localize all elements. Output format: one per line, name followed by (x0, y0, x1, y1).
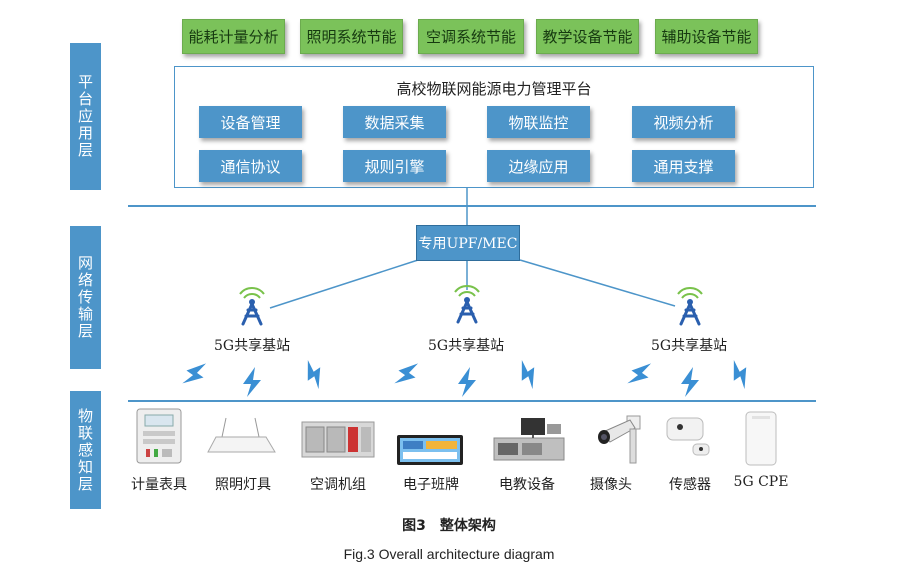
ac-unit-icon (301, 421, 375, 458)
layer-divider-bottom (128, 400, 816, 402)
figure-caption-en: Fig.3 Overall architecture diagram (343, 546, 555, 562)
camera-icon (598, 415, 641, 464)
lamp-icon (207, 417, 276, 453)
signal-lightning-icon (458, 367, 476, 397)
platform-module: 物联监控 (487, 106, 590, 138)
platform-module: 通信协议 (199, 150, 302, 182)
signal-lightning-icon (391, 356, 423, 392)
signal-lightning-icon (681, 367, 699, 397)
device-label: 照明灯具 (215, 477, 271, 493)
cell-tower-icon (676, 286, 704, 326)
sensor-icon (666, 417, 710, 456)
device-label: 空调机组 (310, 477, 366, 493)
upf-to-station-right-line (519, 259, 676, 307)
cpe-router-icon (745, 411, 777, 466)
base-station-label: 5G共享基站 (651, 338, 728, 354)
platform-module: 数据采集 (343, 106, 446, 138)
upf-mec-box: 专用UPF/MEC (416, 225, 520, 261)
signal-lightning-icon (243, 367, 261, 397)
platform-module: 视频分析 (632, 106, 735, 138)
cell-tower-icon (238, 286, 266, 326)
app-box: 能耗计量分析 (182, 19, 285, 54)
app-box: 辅助设备节能 (655, 19, 758, 54)
meter-icon (136, 408, 182, 464)
app-box: 教学设备节能 (536, 19, 639, 54)
device-label: 电教设备 (499, 477, 555, 493)
signal-lightning-icon (724, 356, 756, 392)
figure-caption-cn: 图3 整体架构 (402, 518, 496, 534)
upf-to-station-left-line (269, 259, 419, 309)
base-station-label: 5G共享基站 (428, 338, 505, 354)
device-label: 摄像头 (590, 477, 632, 493)
device-label: 计量表具 (131, 477, 187, 493)
layer-label-network: 网络传输层 (70, 226, 101, 369)
layer-label-perception: 物联感知层 (70, 391, 101, 509)
layer-label-platform: 平台应用层 (70, 43, 101, 190)
signal-lightning-icon (624, 356, 656, 392)
signal-lightning-icon (298, 356, 330, 392)
app-box: 空调系统节能 (418, 19, 524, 54)
app-box: 照明系统节能 (300, 19, 403, 54)
signal-lightning-icon (512, 356, 544, 392)
device-label: 传感器 (669, 477, 711, 493)
device-label: 电子班牌 (403, 477, 459, 493)
e-board-icon (397, 435, 463, 465)
platform-module: 通用支撑 (632, 150, 735, 182)
teaching-equipment-icon (493, 418, 565, 461)
signal-lightning-icon (179, 356, 211, 392)
platform-module: 边缘应用 (487, 150, 590, 182)
platform-module: 规则引擎 (343, 150, 446, 182)
platform-module: 设备管理 (199, 106, 302, 138)
device-label: 5G CPE (733, 474, 789, 490)
platform-title: 高校物联网能源电力管理平台 (396, 80, 592, 98)
layer-divider-top (128, 205, 816, 207)
cell-tower-icon (453, 284, 481, 324)
base-station-label: 5G共享基站 (214, 338, 291, 354)
